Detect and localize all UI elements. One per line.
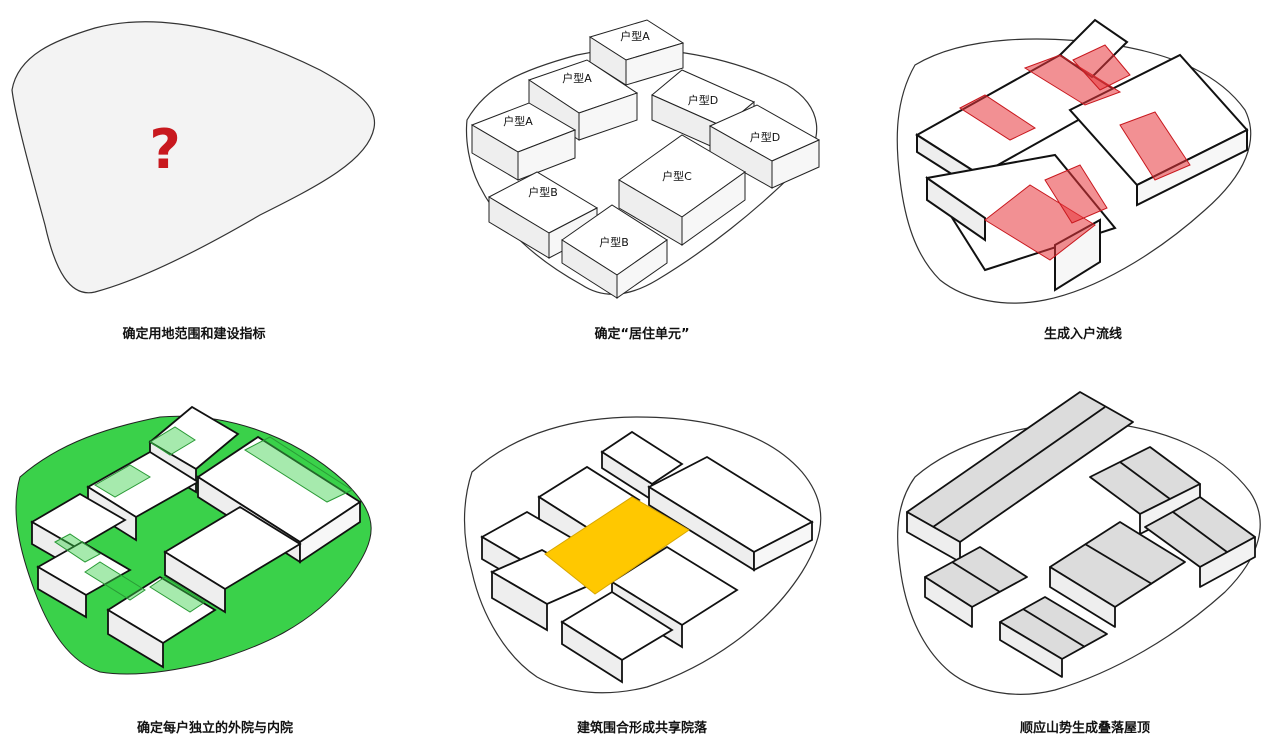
panel-shared-courtyard: 建筑围合形成共享院落: [427, 372, 847, 745]
panel-stepped-roofs: 顺应山势生成叠落屋顶: [855, 372, 1280, 745]
panel-private-yards: 确定每户独立的外院与内院: [0, 372, 420, 745]
unit-label: 户型D: [750, 130, 780, 144]
unit-block: [708, 104, 821, 189]
courtyard-highlight: [149, 426, 196, 456]
panel-residential-units: 户型A 户型A 户型A 户型D 户型D 户型C 户型B 户型B 确定“居住单元”: [427, 0, 847, 342]
pitched-roof-block: [924, 546, 1028, 628]
site-boundary-diagram: ?: [11, 21, 376, 294]
panel-entry-circulation: 生成入户流线: [855, 0, 1280, 342]
pitched-roof-block: [906, 391, 1134, 563]
courtyard-highlight: [149, 576, 206, 613]
yards-diagram: [15, 405, 372, 675]
building-block: [647, 455, 814, 572]
courtyard-diagram: [463, 416, 822, 694]
unit-label: 户型A: [503, 114, 533, 128]
caption-stepped-roofs: 顺应山势生成叠落屋顶: [1019, 721, 1150, 736]
panel-site-boundary: ? 确定用地范围和建设指标: [0, 0, 420, 342]
building-block: [163, 505, 302, 614]
entry-diagram: [896, 18, 1252, 304]
unit-label: 户型D: [688, 93, 718, 107]
entry-path-highlight: [1119, 111, 1191, 181]
site-boundary: [463, 416, 822, 694]
unit-label: 户型A: [562, 71, 592, 85]
entry-path-highlight: [1044, 164, 1108, 224]
caption-shared-courtyard: 建筑围合形成共享院落: [576, 721, 707, 736]
pitched-roof-block: [1049, 521, 1186, 628]
unit-block: [618, 134, 746, 246]
courtyard-highlight: [243, 436, 354, 503]
caption-entry-circulation: 生成入户流线: [1043, 327, 1122, 342]
unit-block: [470, 102, 577, 181]
caption-private-yards: 确定每户独立的外院与内院: [136, 721, 293, 736]
unit-block: [588, 19, 685, 86]
unit-block: [561, 204, 668, 299]
pitched-roof-block: [1144, 496, 1256, 588]
entry-path-highlight: [1072, 44, 1131, 91]
unit-label: 户型A: [620, 29, 650, 43]
unit-label: 户型C: [662, 169, 692, 183]
pitched-roof-block: [999, 596, 1108, 678]
unit-label: 户型B: [528, 185, 558, 199]
courtyard-highlight: [54, 533, 101, 563]
entry-path-highlight: [959, 94, 1037, 141]
courtyard-highlight: [84, 561, 146, 601]
entry-path-highlight: [984, 184, 1096, 261]
pitched-roof-block: [1089, 446, 1201, 535]
courtyard-highlight: [94, 464, 151, 498]
unit-label: 户型B: [599, 235, 629, 249]
building-block: [36, 540, 132, 619]
roofs-diagram: [897, 391, 1261, 695]
question-mark: ?: [149, 118, 180, 181]
unit-block: [487, 171, 599, 259]
building-block: [560, 590, 674, 684]
caption-site-range: 确定用地范围和建设指标: [122, 327, 266, 342]
caption-residential-units: 确定“居住单元”: [594, 327, 690, 342]
site-boundary: [11, 21, 376, 294]
shared-courtyard-transparent: [617, 530, 689, 567]
units-diagram: 户型A 户型A 户型A 户型D 户型D 户型C 户型B 户型B: [465, 19, 821, 299]
entry-path-highlight: [1023, 54, 1122, 106]
shared-courtyard: [544, 496, 690, 595]
